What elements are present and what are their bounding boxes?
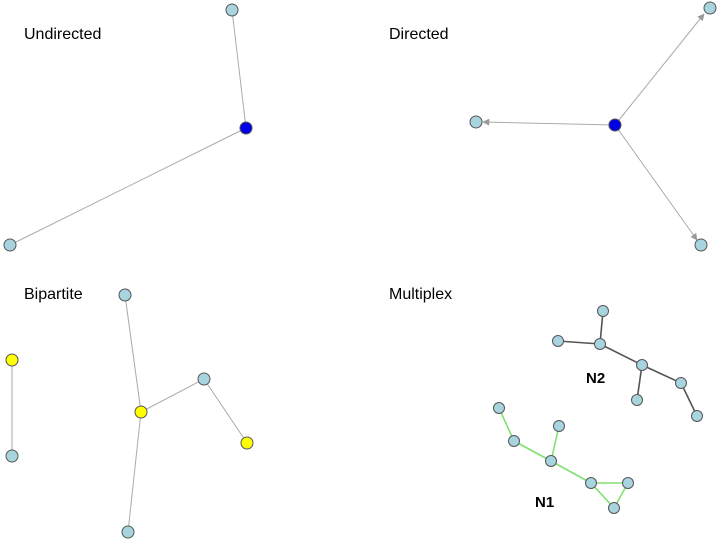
directed-hub-node (608, 118, 622, 132)
directed-edge (614, 124, 698, 241)
multiplex-layer-n1 (493, 402, 634, 514)
multiplex-n1-node (493, 402, 505, 414)
directed-node (703, 1, 717, 15)
undirected-node (225, 3, 239, 17)
multiplex-n2-node (636, 359, 648, 371)
multiplex-n2-node (552, 335, 564, 347)
multiplex-n1-edge (513, 440, 552, 462)
bipartite-node-partition-a (240, 436, 254, 450)
bipartite-node-partition-b (121, 525, 135, 539)
bipartite-node-partition-a (5, 353, 19, 367)
bipartite-label: Bipartite (24, 286, 83, 303)
layer-label-n2: N2 (586, 370, 606, 387)
directed-edge-bidirectional (482, 118, 616, 129)
multiplex-n1-node (508, 435, 520, 447)
layer-label-n1: N1 (535, 494, 555, 511)
bipartite-graph (5, 288, 254, 539)
undirected-edge (231, 9, 247, 129)
multiplex-n2-edge (557, 340, 601, 345)
multiplex-n2-edge (641, 364, 682, 384)
directed-graph (469, 1, 717, 252)
bipartite-node-partition-b (197, 372, 211, 386)
directed-label: Directed (389, 26, 449, 43)
bipartite-edge (124, 294, 142, 413)
bipartite-edge (203, 378, 248, 444)
multiplex-n2-node (631, 394, 643, 406)
multiplex-label: Multiplex (389, 286, 453, 303)
multiplex-n2-edge (680, 382, 698, 417)
multiplex-n2-node (597, 305, 609, 317)
multiplex-n2-node (691, 410, 703, 422)
bipartite-edge (140, 378, 205, 413)
multiplex-n1-edge (550, 460, 592, 484)
multiplex-n2-node (675, 377, 687, 389)
multiplex-n1-node (545, 455, 557, 467)
multiplex-n2-edge (599, 343, 643, 366)
bipartite-node-partition-b (118, 288, 132, 302)
bipartite-node-partition-b (5, 449, 19, 463)
undirected-edge (9, 127, 247, 246)
multiplex-n1-node (553, 420, 565, 432)
undirected-hub-node (239, 121, 253, 135)
directed-node (694, 238, 708, 252)
undirected-graph (3, 3, 253, 252)
bipartite-node-partition-a (134, 405, 148, 419)
multiplex-n1-edge (498, 407, 515, 442)
directed-node (469, 115, 483, 129)
undirected-node (3, 238, 17, 252)
directed-edge (614, 13, 705, 126)
multiplex-layer-n2 (552, 305, 703, 422)
bipartite-edge (127, 411, 142, 533)
multiplex-n1-node (585, 477, 597, 489)
multiplex-n1-node (608, 502, 620, 514)
multiplex-n2-node (594, 338, 606, 350)
undirected-label: Undirected (24, 26, 102, 43)
multiplex-n1-node (622, 477, 634, 489)
